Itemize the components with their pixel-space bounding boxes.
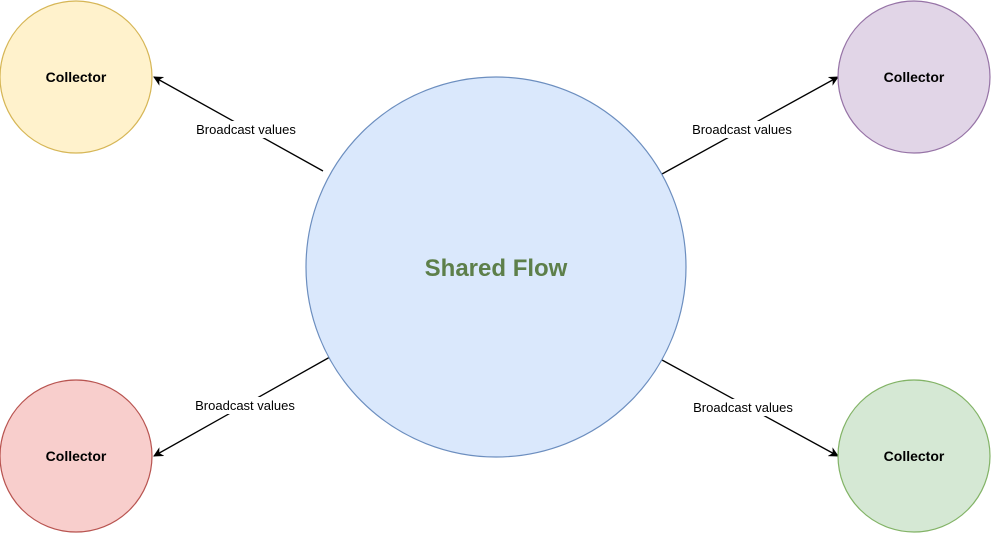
collector-top-left[interactable]: Collector [0, 0, 153, 154]
collector-top-left-circle[interactable] [0, 0, 153, 154]
collector-bottom-left[interactable]: Collector [0, 379, 153, 533]
collector-bottom-right-circle[interactable] [837, 379, 991, 533]
collector-bottom-right[interactable]: Collector [837, 379, 991, 533]
collector-top-right[interactable]: Collector [837, 0, 991, 154]
collector-bottom-left-label: Collector [46, 448, 107, 464]
collector-bottom-left-circle[interactable] [0, 379, 153, 533]
edge-labels: Broadcast values Broadcast values Broadc… [189, 121, 799, 416]
collector-bottom-right-label: Collector [884, 448, 945, 464]
shared-flow-node[interactable]: Shared Flow [305, 76, 687, 458]
edge-label-top-left: Broadcast values [196, 122, 296, 137]
edge-label-bottom-left: Broadcast values [195, 398, 295, 413]
shared-flow-label: Shared Flow [425, 255, 568, 282]
collector-top-right-label: Collector [884, 69, 945, 85]
collector-top-right-circle[interactable] [837, 0, 991, 154]
collector-top-left-label: Collector [46, 69, 107, 85]
edge-label-top-right: Broadcast values [692, 122, 792, 137]
edge-label-bottom-right: Broadcast values [693, 400, 793, 415]
shared-flow-circle[interactable] [305, 76, 687, 458]
